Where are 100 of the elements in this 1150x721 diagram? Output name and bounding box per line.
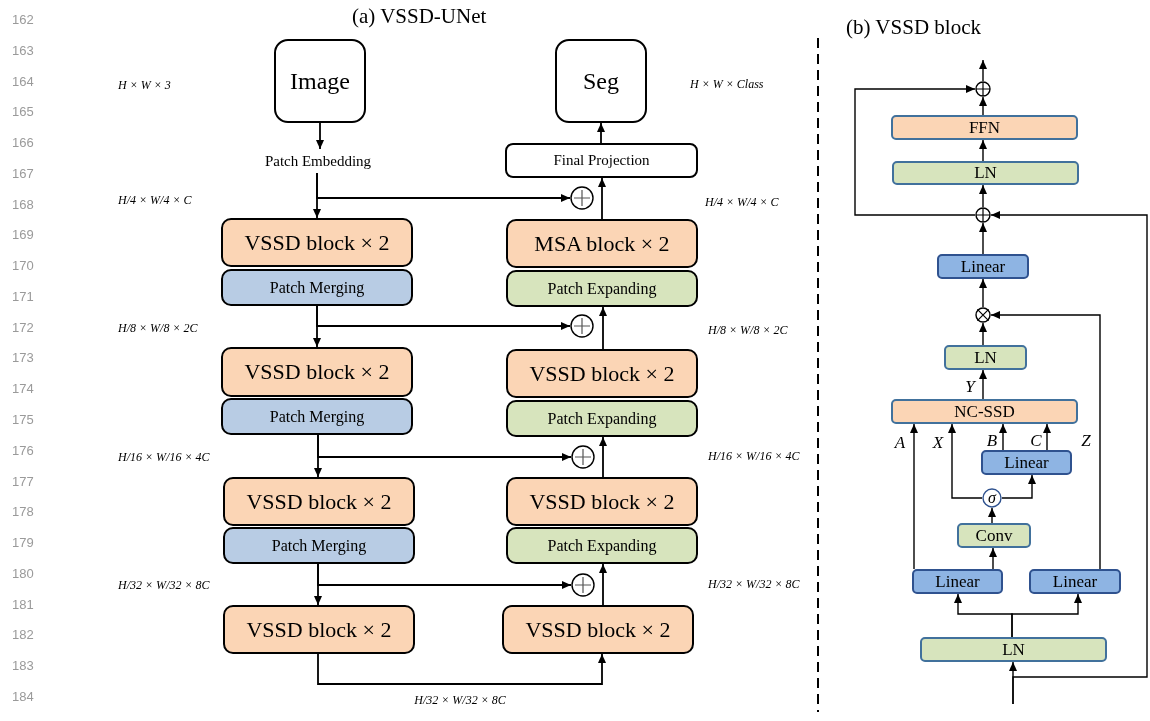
line-number: 169 [12,226,34,245]
arrow [988,507,996,524]
line-number: 171 [12,288,34,307]
line-number: 167 [12,165,34,184]
dimension-label: H/4 × W/4 × C [118,194,192,206]
line-number: 165 [12,103,34,122]
arrow [599,306,607,350]
expanding-box: Patch Expanding [506,270,698,307]
add-circle [571,445,595,469]
dimension-label: H × W × 3 [118,79,171,91]
merging-box: Patch Merging [221,269,413,306]
norm-box: LN [944,345,1027,370]
arrow [910,423,918,570]
step-label: Patch Embedding [245,149,391,173]
dimension-label: H/8 × W/8 × 2C [708,324,788,336]
dimension-label: H/16 × W/16 × 4C [708,450,800,462]
arrow [854,85,976,216]
arrow [316,122,324,150]
dimension-label: H/4 × W/4 × C [705,196,779,208]
block-box: FFN [891,115,1078,140]
dimension-label: H/16 × W/16 × 4C [118,451,210,463]
line-number: 180 [12,565,34,584]
arrow [979,139,987,162]
io-box: Seg [555,39,647,123]
merging-box: Patch Merging [221,398,413,435]
arrow [599,563,607,606]
panel-title: (b) VSSD block [846,14,981,42]
line-number: 176 [12,442,34,460]
line-number: 175 [12,411,34,430]
dimension-label: H × W × Class [690,78,764,90]
arrow [1011,593,1082,638]
line-number: 162 [12,11,34,30]
edge-label: H/32 × W/32 × 8C [413,694,507,706]
add-circle [975,81,991,97]
arrow [597,122,605,144]
line-number: 181 [12,595,34,614]
arrow [1043,423,1051,451]
line-number: 184 [12,688,34,707]
arrow [598,177,606,220]
line-number: 166 [12,134,34,153]
dimension-label: H/32 × W/32 × 8C [118,579,210,591]
expanding-box: Patch Expanding [506,400,698,437]
merging-box: Patch Merging [223,527,415,564]
arrow [317,434,572,461]
linear-box: Linear [912,569,1003,594]
block-box: VSSD block × 2 [223,605,415,654]
add-circle [571,573,595,597]
arrow [989,547,997,570]
io-box: Image [274,39,366,123]
arrow [948,423,983,499]
process-box: Final Projection [505,143,698,178]
arrow [990,311,1101,570]
arrow [979,322,987,346]
arrow [999,423,1007,451]
expanding-box: Patch Expanding [506,527,698,564]
block-box: VSSD block × 2 [502,605,694,654]
dimension-label: H/8 × W/8 × 2C [118,322,198,334]
arrow [316,305,571,330]
panel-title: (a) VSSD-UNet [352,3,487,31]
arrow [979,96,987,116]
arrow [317,653,606,685]
arrow [599,436,607,478]
arrow [1001,474,1036,499]
dimension-label: H/32 × W/32 × 8C [708,578,800,590]
multiply-circle [975,307,991,323]
block-box: VSSD block × 2 [223,477,415,526]
linear-box: Linear [937,254,1029,279]
norm-box: LN [892,161,1079,185]
arrow [316,172,571,202]
block-box: VSSD block × 2 [221,218,413,267]
line-number: 179 [12,534,34,553]
line-number: 178 [12,503,34,522]
arrow [317,563,572,589]
block-box: NC-SSD [891,399,1078,424]
line-number: 164 [12,72,34,91]
arrow [979,222,987,255]
activation-circle: σ [982,488,1002,508]
line-number: 163 [12,42,34,60]
block-box: MSA block × 2 [506,219,698,268]
line-number: 170 [12,257,34,276]
arrow [979,59,987,82]
norm-box: LN [920,637,1107,662]
line-number: 177 [12,472,34,491]
line-number: 183 [12,657,34,676]
line-number: 182 [12,626,34,645]
arrow [979,369,987,400]
block-box: VSSD block × 2 [506,349,698,398]
add-circle [570,186,594,210]
line-number: 172 [12,318,34,337]
line-number: 173 [12,349,34,368]
arrow [979,278,987,308]
line-number: 174 [12,380,34,399]
arrow [979,184,987,208]
add-circle [975,207,991,223]
line-number: 168 [12,195,34,214]
linear-box: Linear [1029,569,1121,594]
norm-box: Conv [957,523,1031,548]
block-box: VSSD block × 2 [221,347,413,397]
linear-box: Linear [981,450,1072,475]
add-circle [570,314,594,338]
